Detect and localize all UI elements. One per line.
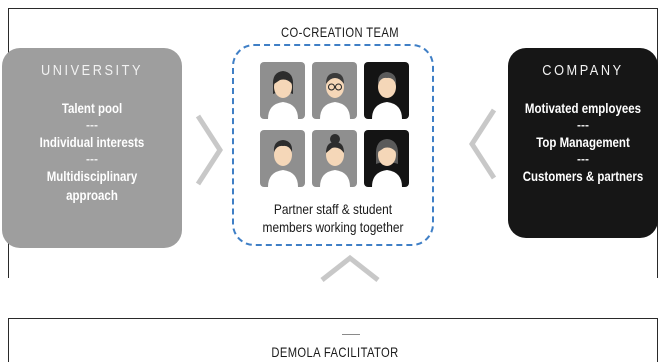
male-avatar-icon xyxy=(260,130,305,187)
team-caption-line: Partner staff & student xyxy=(273,201,393,217)
female-avatar-icon xyxy=(364,130,409,187)
team-caption-line: members working together xyxy=(262,219,404,235)
co-creation-team-box: Partner staff & student members working … xyxy=(232,44,434,246)
university-title: UNIVERSITY xyxy=(40,62,143,79)
facilitator-title: DEMOLA FACILITATOR xyxy=(271,344,399,360)
university-box: UNIVERSITY Talent pool --- Individual in… xyxy=(2,48,182,248)
female-avatar-icon xyxy=(312,130,357,187)
company-separator: --- xyxy=(577,152,589,166)
company-line: Motivated employees xyxy=(524,100,642,116)
company-line: Customers & partners xyxy=(522,168,644,184)
university-line: approach xyxy=(66,187,118,203)
university-separator: --- xyxy=(86,118,98,132)
chevron-left-icon xyxy=(469,108,497,180)
university-line: Talent pool xyxy=(61,100,123,116)
male-avatar-icon xyxy=(364,62,409,119)
chevron-right-icon xyxy=(195,114,223,186)
bottom-panel xyxy=(8,318,658,362)
university-separator: --- xyxy=(86,152,98,166)
company-title: COMPANY xyxy=(542,62,624,79)
team-title: CO-CREATION TEAM xyxy=(281,24,399,40)
company-separator: --- xyxy=(577,118,589,132)
male-glasses-avatar-icon xyxy=(312,62,357,119)
divider xyxy=(342,334,360,335)
university-line: Individual interests xyxy=(39,134,145,150)
team-caption: Partner staff & student members working … xyxy=(234,200,432,236)
avatar-grid xyxy=(260,62,410,190)
chevron-up-icon xyxy=(320,254,380,282)
female-avatar-icon xyxy=(260,62,305,119)
company-line: Top Management xyxy=(536,134,630,150)
company-box: COMPANY Motivated employees --- Top Mana… xyxy=(508,48,658,238)
university-line: Multidisciplinary xyxy=(46,168,138,184)
